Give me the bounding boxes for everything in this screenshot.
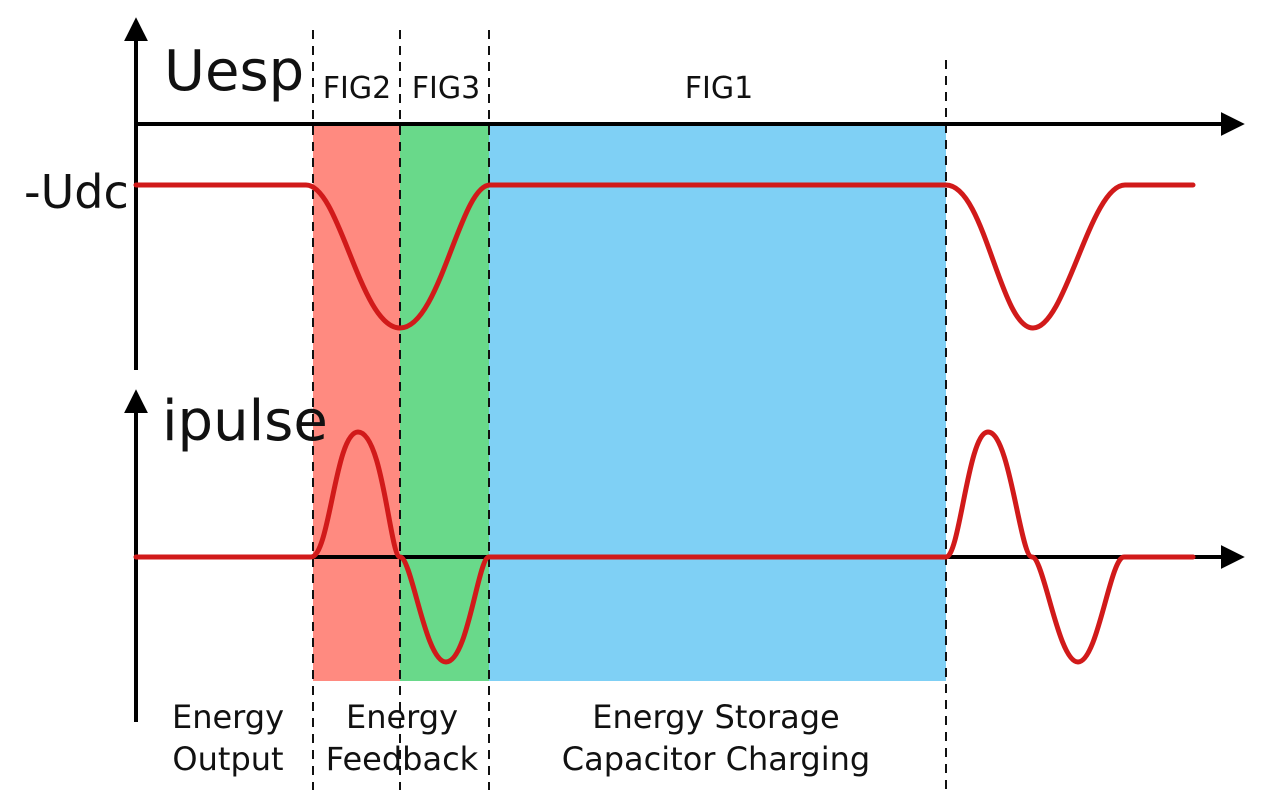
- fig1-region: [489, 124, 946, 681]
- udc-level-label: -Udc: [24, 165, 129, 219]
- storage-charging-line2: Capacitor Charging: [562, 740, 870, 778]
- ipulse-waveform: [133, 429, 1196, 665]
- energy-output-line1: Energy: [172, 698, 284, 736]
- uesp-axis-label: Uesp: [164, 39, 304, 104]
- energy-feedback-line2: Feedback: [326, 740, 479, 778]
- ipulse-axis-label: ipulse: [162, 389, 328, 454]
- fig1-label: FIG1: [685, 71, 753, 106]
- fig3-label: FIG3: [412, 71, 480, 106]
- storage-charging-line1: Energy Storage: [592, 698, 839, 736]
- fig2-label: FIG2: [323, 71, 391, 106]
- energy-output-line2: Output: [172, 740, 283, 778]
- uesp-waveform: [133, 182, 1196, 331]
- fig2-region: [313, 124, 400, 681]
- energy-feedback-line1: Energy: [346, 698, 458, 736]
